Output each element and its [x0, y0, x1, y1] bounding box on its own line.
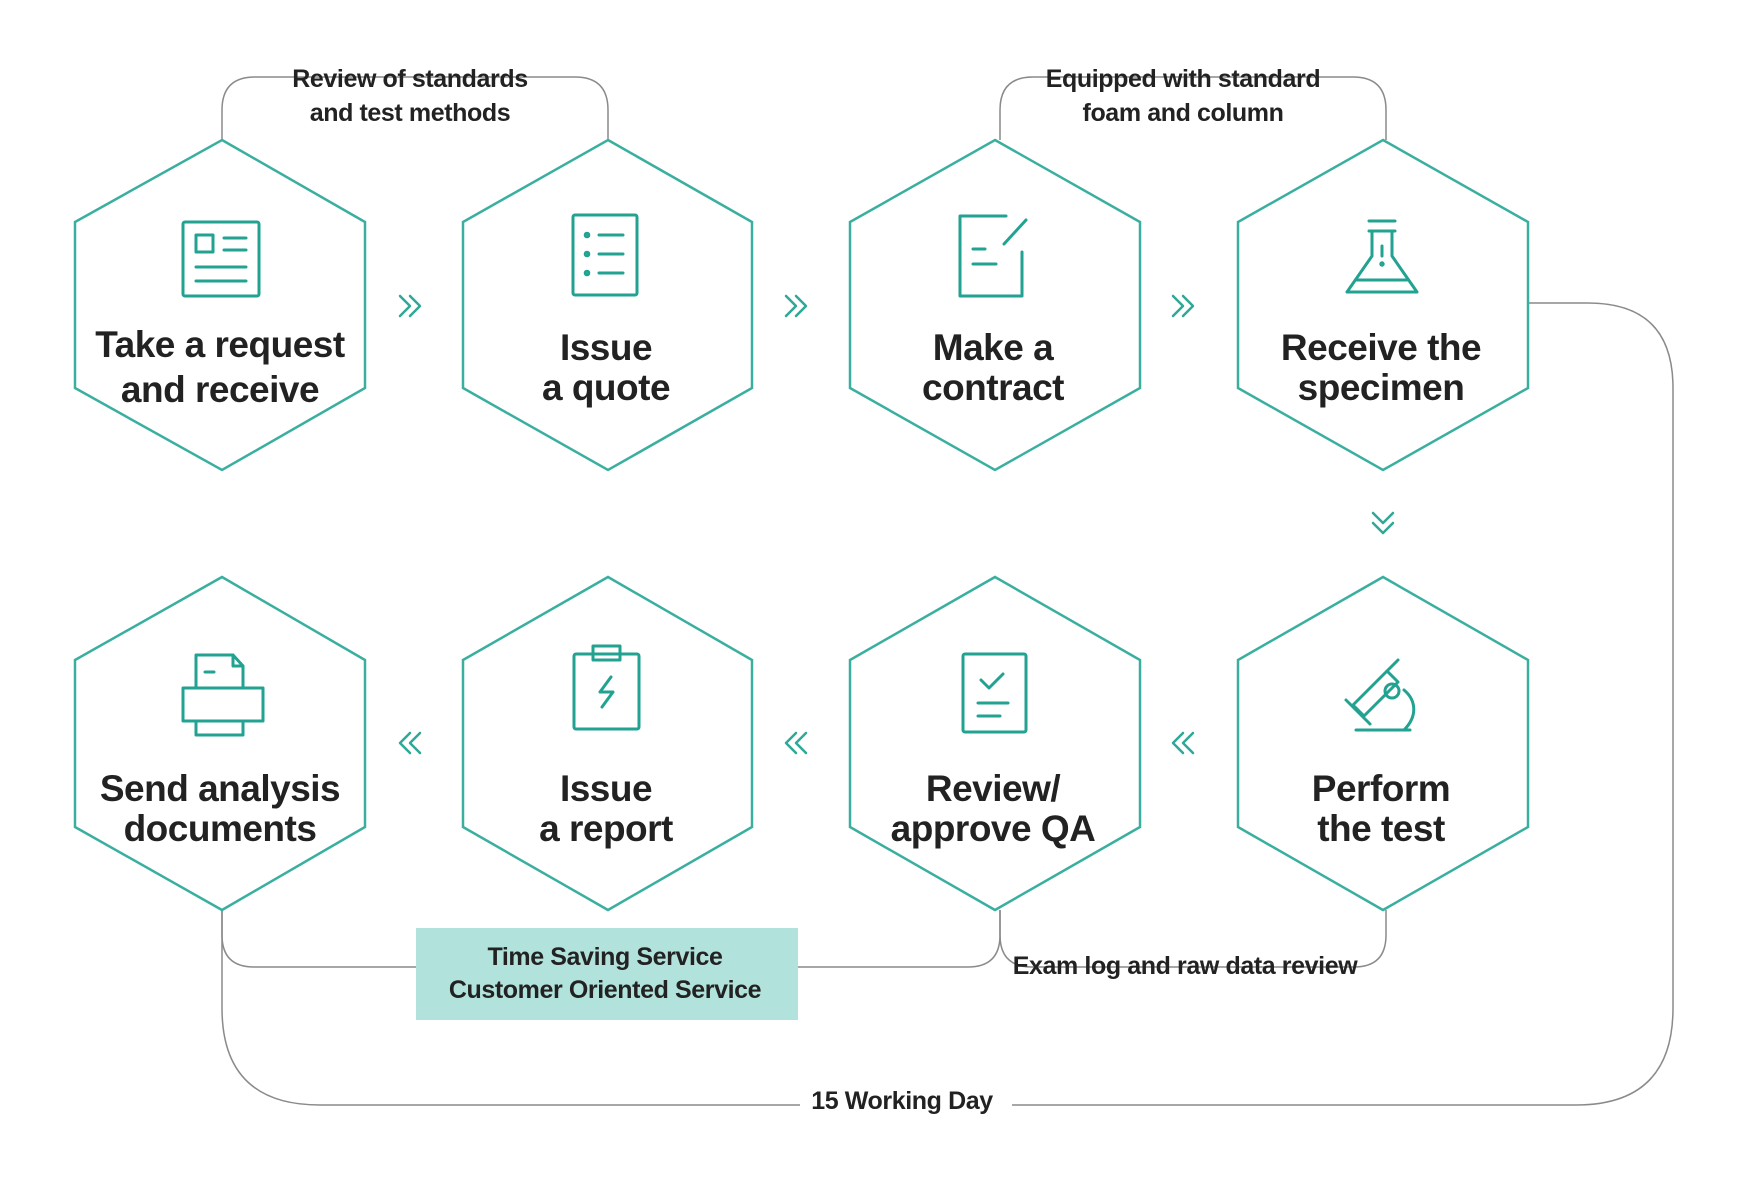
clipboard-report-icon: [572, 644, 641, 731]
step-label-qa: Review/approve QA: [891, 768, 1096, 849]
step-hexagon-specimen: [1236, 138, 1530, 472]
printer-icon: [181, 653, 265, 737]
connector-equipped: [999, 76, 1387, 140]
chevron-right-icon: [1171, 294, 1195, 318]
step-hexagon-contract: [848, 138, 1142, 472]
chevron-right-icon: [784, 294, 808, 318]
duration-label: 15 Working Day: [811, 1087, 993, 1115]
contract-sign-icon: [958, 214, 1028, 298]
flask-icon: [1345, 219, 1419, 294]
chevron-left-icon: [398, 731, 422, 755]
service-highlight-box: [416, 928, 798, 1020]
checklist-icon: [571, 213, 639, 297]
step-hexagon-request: [73, 138, 367, 472]
connector-exam-log: [999, 910, 1387, 968]
chevron-down-icon: [1371, 511, 1395, 535]
chevron-right-icon: [398, 294, 422, 318]
note-exam-log: Exam log and raw data review: [1013, 952, 1358, 980]
step-hexagon-send: [73, 575, 367, 912]
microscope-icon: [1344, 658, 1416, 732]
connector-duration: [221, 302, 1674, 1106]
chevron-left-icon: [784, 731, 808, 755]
request-form-icon: [181, 220, 261, 298]
approval-document-icon: [961, 652, 1028, 734]
step-hexagon-test: [1236, 575, 1530, 912]
step-hexagon-qa: [848, 575, 1142, 912]
step-hexagon-report: [461, 575, 754, 912]
chevron-left-icon: [1171, 731, 1195, 755]
step-hexagon-quote: [461, 138, 754, 472]
connector-review-standards: [221, 76, 609, 140]
duration-label-bg: [800, 1088, 1012, 1124]
